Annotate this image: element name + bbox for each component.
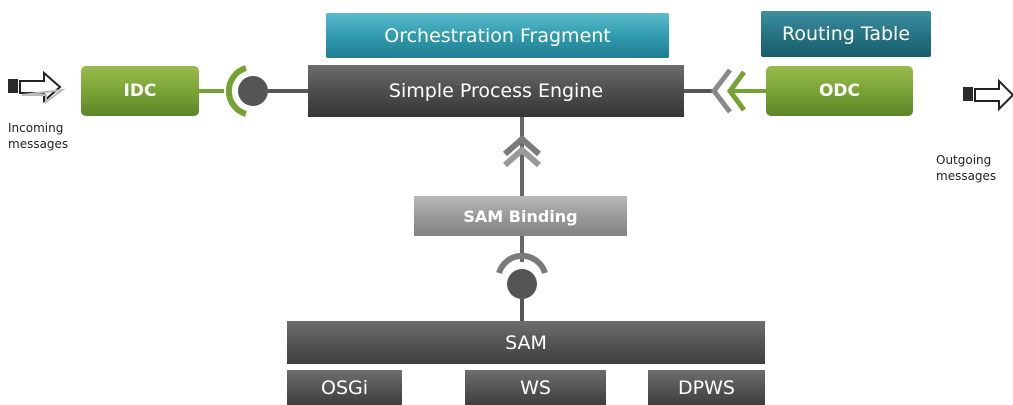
incoming-line1: Incoming — [8, 121, 64, 135]
sam-binding-label: SAM Binding — [463, 206, 578, 226]
sam-ball-connector — [507, 269, 537, 299]
odc-chevron-outer — [710, 68, 732, 114]
simple-process-engine-box: Simple Process Engine — [308, 65, 684, 117]
outgoing-line1: Outgoing — [936, 153, 992, 167]
outgoing-arrow-icon — [963, 78, 1013, 112]
incoming-line2: messages — [8, 137, 69, 151]
idc-socket-arc — [225, 65, 248, 117]
routing-table-label: Routing Table — [781, 23, 911, 45]
sam-module-ws: WS — [465, 370, 606, 405]
simple-process-engine-label: Simple Process Engine — [388, 80, 604, 102]
incoming-arrow-icon — [8, 70, 66, 104]
idc-label: IDC — [123, 81, 157, 101]
sam-binding-box: SAM Binding — [414, 196, 627, 236]
idc-box: IDC — [81, 66, 199, 116]
sam-socket-arc — [496, 252, 548, 275]
odc-box: ODC — [766, 66, 913, 116]
routing-table-box: Routing Table — [761, 11, 931, 57]
odc-label: ODC — [818, 81, 861, 101]
binding-up-chevron-upper — [503, 134, 541, 157]
orchestration-fragment-label: Orchestration Fragment — [384, 24, 611, 47]
binding-up-chevron-lower — [503, 145, 541, 168]
idc-ball-connector — [238, 76, 268, 106]
sam-module-ws-label: WS — [520, 376, 551, 399]
odc-chevron-inner — [726, 70, 747, 112]
outgoing-line2: messages — [936, 169, 997, 183]
sam-module-osgi-label: OSGi — [320, 376, 369, 399]
sam-module-osgi: OSGi — [287, 370, 402, 405]
outgoing-messages-label: Outgoing messages — [936, 152, 996, 184]
sam-box: SAM — [287, 321, 765, 364]
incoming-messages-label: Incoming messages — [8, 120, 68, 152]
sam-module-dpws: DPWS — [648, 370, 765, 405]
sam-module-dpws-label: DPWS — [678, 376, 735, 399]
orchestration-fragment-box: Orchestration Fragment — [326, 13, 669, 58]
sam-label: SAM — [505, 331, 547, 354]
